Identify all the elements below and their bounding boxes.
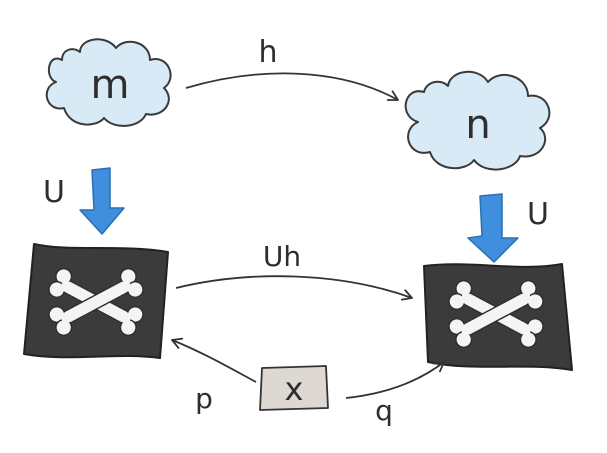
- blue-down-arrow-icon: [79, 167, 125, 235]
- functor-right-label: U: [527, 197, 549, 232]
- cloud-icon: [45, 38, 172, 127]
- x-node: x: [259, 365, 329, 411]
- edge-h: h: [185, 35, 399, 101]
- edge-Uh-label: Uh: [263, 240, 301, 273]
- cloud-m-node: m: [45, 38, 172, 127]
- blue-down-arrow-icon: [467, 193, 519, 263]
- cloud-icon: [404, 71, 551, 171]
- functor-arrow-left: U: [43, 167, 125, 235]
- edge-p: p: [171, 337, 257, 415]
- arrow-h-line: [185, 72, 399, 101]
- edge-h-label: h: [258, 35, 277, 70]
- functor-left-label: U: [43, 175, 65, 210]
- arrow-p-line: [171, 337, 257, 383]
- edge-Uh: Uh: [175, 240, 413, 301]
- edge-q: q: [345, 361, 445, 427]
- node-n-label: n: [465, 102, 490, 148]
- cloud-n-node: n: [404, 71, 551, 171]
- flag-left-node: [23, 243, 169, 359]
- edge-p-label: p: [195, 382, 213, 415]
- arrow-Uh-line: [175, 275, 413, 301]
- node-x-label: x: [285, 370, 304, 408]
- edge-q-label: q: [375, 394, 393, 427]
- arrow-q-line: [345, 361, 445, 399]
- x-box: [259, 365, 329, 411]
- flag-right-node: [423, 263, 573, 371]
- node-m-label: m: [91, 62, 130, 108]
- functor-arrow-right: U: [467, 193, 549, 263]
